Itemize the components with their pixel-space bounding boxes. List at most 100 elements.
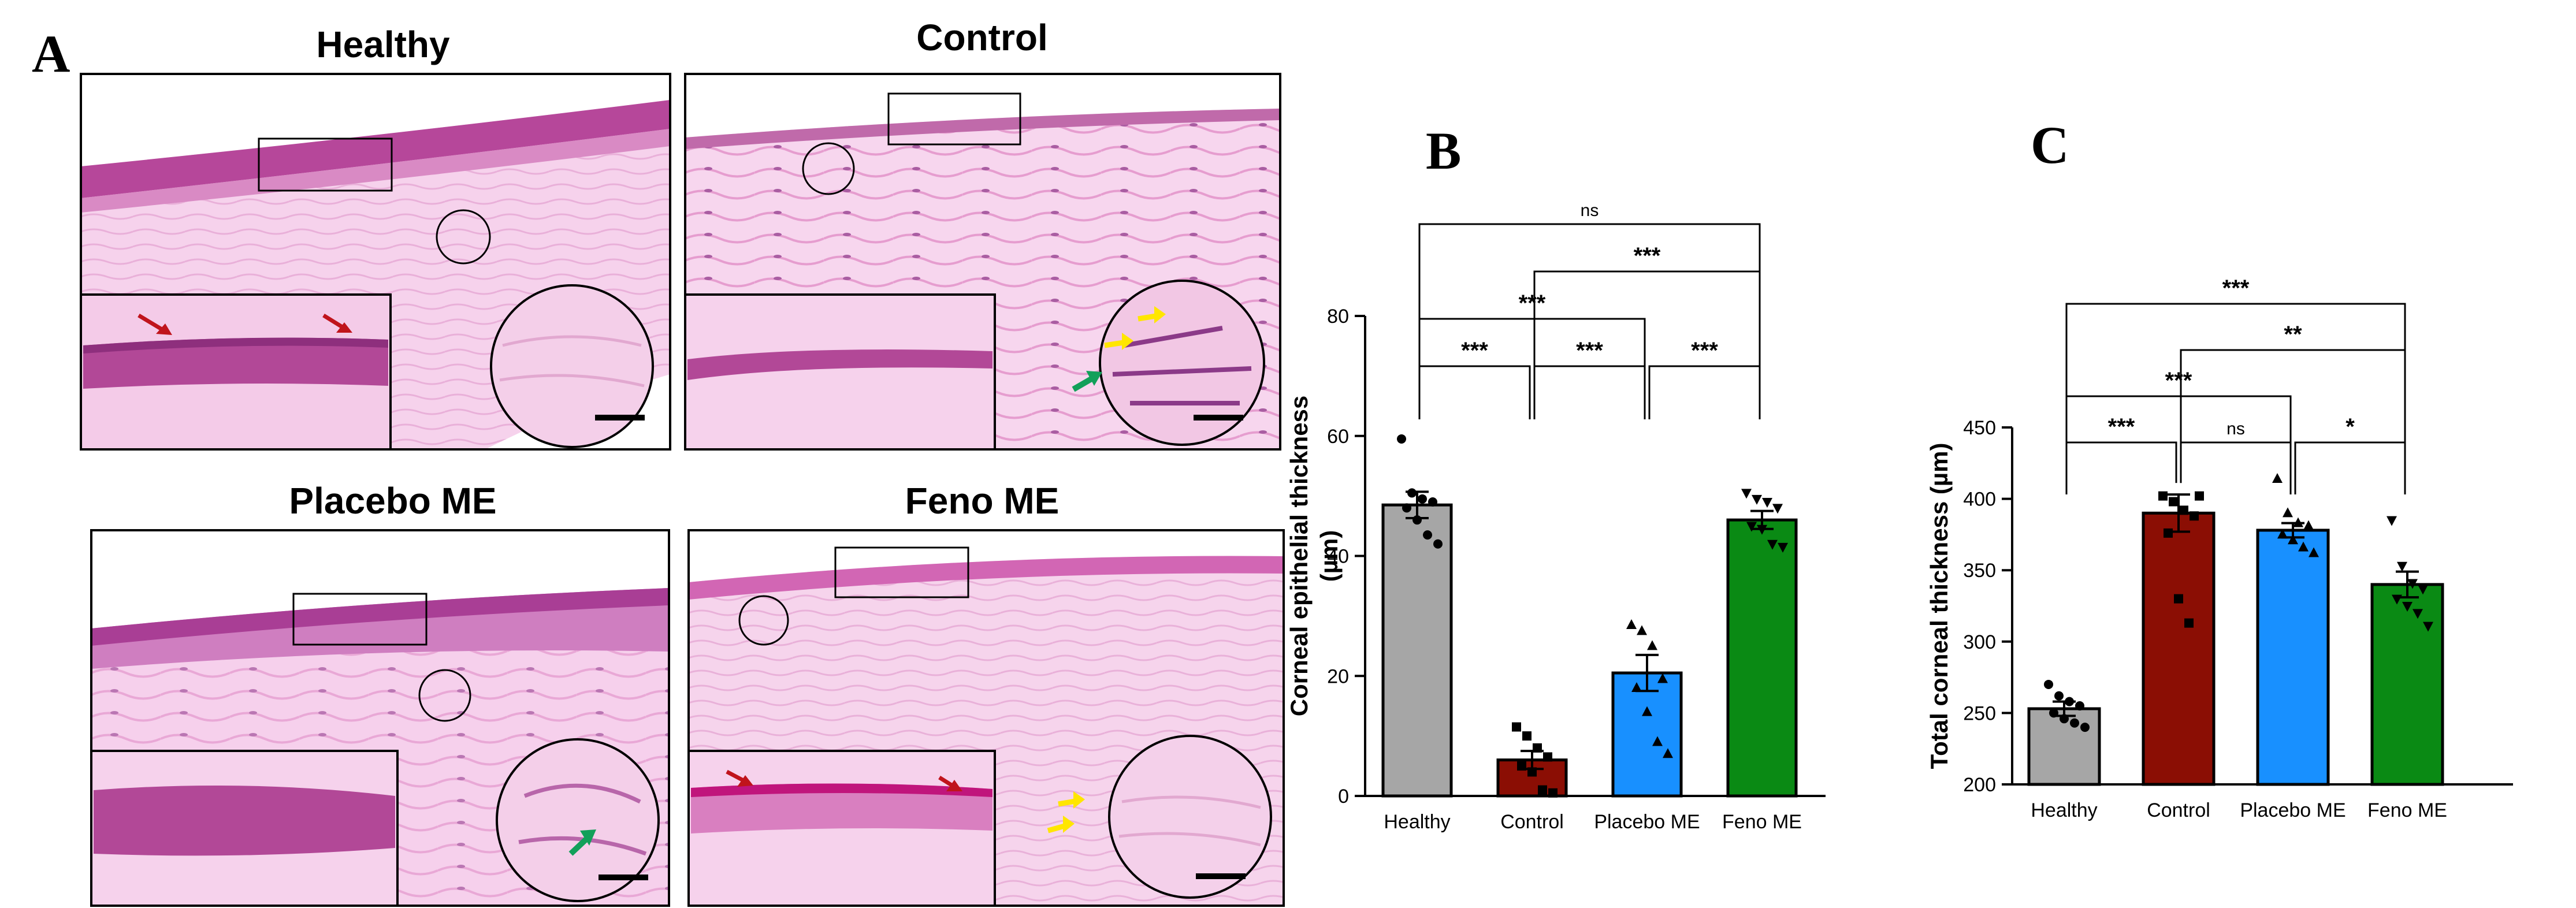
data-point	[1517, 761, 1526, 771]
significance-label: ***	[1519, 291, 1546, 316]
x-category-label: Healthy	[1384, 811, 1450, 833]
y-axis-label-line1: Total corneal thickness (µm)	[1926, 443, 1953, 769]
panel-label-c: C	[2031, 116, 2069, 174]
data-point	[2075, 701, 2084, 711]
significance-bracket	[2180, 349, 2406, 494]
micrograph-control	[684, 73, 1281, 451]
data-point	[1657, 673, 1668, 683]
significance-bracket	[1418, 365, 1531, 419]
data-point	[1626, 619, 1637, 629]
data-point	[2392, 594, 2402, 605]
data-point	[1433, 539, 1443, 549]
data-point	[2387, 516, 2397, 526]
significance-bracket	[1648, 365, 1761, 419]
data-point	[2402, 602, 2413, 612]
data-point	[2174, 594, 2183, 604]
data-point	[1538, 785, 1547, 795]
data-point	[1543, 752, 1552, 762]
data-point	[2293, 517, 2303, 527]
significance-bracket	[1533, 365, 1646, 419]
data-point	[2423, 622, 2433, 632]
data-point	[2070, 718, 2079, 728]
y-tick-label: 80	[1327, 306, 1349, 328]
x-category-label: Feno ME	[1722, 811, 1802, 833]
data-point	[2184, 618, 2194, 628]
data-point	[1647, 640, 1657, 650]
data-point	[1741, 489, 1752, 499]
y-tick-label: 40	[1327, 546, 1349, 568]
y-axis-label-line1: Corneal epithelial thickness	[1285, 396, 1313, 717]
data-point	[1767, 539, 1778, 550]
significance-bracket	[2065, 395, 2292, 494]
micrograph-title-placebo: Placebo ME	[289, 480, 497, 522]
micrograph-healthy	[80, 73, 671, 451]
data-point	[2044, 679, 2053, 689]
y-axis-label-line2: (µm)	[1315, 530, 1343, 582]
x-category-label: Healthy	[2031, 799, 2097, 821]
data-point	[2283, 507, 2293, 518]
significance-label: ns	[1581, 201, 1599, 220]
y-tick-label: 350	[1963, 560, 1996, 582]
significance-bracket	[2065, 303, 2406, 494]
significance-label: ***	[2108, 414, 2135, 440]
data-point	[1652, 736, 1663, 746]
data-point	[2407, 579, 2418, 589]
data-point	[1757, 524, 1767, 535]
data-point	[2397, 561, 2407, 572]
data-point	[1428, 497, 1437, 507]
bar-placebo-me	[1611, 671, 1683, 798]
data-point	[1397, 434, 1406, 444]
x-category-label: Placebo ME	[1594, 811, 1700, 833]
significance-bracket	[2294, 441, 2406, 494]
micrograph-placebo	[90, 529, 670, 907]
micrograph-area	[80, 73, 1285, 907]
y-tick-label: 200	[1963, 774, 1996, 796]
significance-bracket	[1533, 270, 1761, 419]
data-point	[2065, 697, 2074, 706]
bar-placebo-me	[2256, 529, 2330, 786]
micrograph-feno	[687, 529, 1285, 907]
significance-label: ***	[2222, 276, 2250, 301]
data-point	[1752, 494, 1762, 505]
bar-healthy	[1381, 503, 1453, 798]
data-point	[1522, 731, 1532, 741]
bar-feno-me	[2370, 583, 2444, 786]
significance-bracket	[2180, 441, 2292, 494]
data-point	[1642, 706, 1652, 716]
data-point	[1778, 542, 1788, 553]
data-point	[2277, 529, 2288, 539]
significance-label: **	[2284, 322, 2302, 347]
data-point	[1637, 625, 1647, 635]
panel-label-a: A	[32, 24, 70, 83]
data-point	[1663, 748, 1673, 758]
bar-control	[2142, 511, 2216, 786]
data-point	[2288, 534, 2298, 545]
significance-label: ***	[1634, 243, 1661, 269]
significance-label: *	[2345, 414, 2355, 440]
significance-label: ***	[1576, 338, 1603, 363]
significance-label: ***	[2165, 368, 2192, 393]
y-axis-label: Total corneal thickness (µm)	[1926, 443, 1953, 769]
y-tick-label: 300	[1963, 631, 1996, 653]
micrograph-title-feno: Feno ME	[905, 480, 1060, 522]
data-point	[1512, 722, 1521, 732]
panel-label-b: B	[1426, 121, 1462, 180]
data-point	[2049, 708, 2058, 718]
x-category-label: Placebo ME	[2240, 799, 2345, 821]
data-point	[1548, 788, 1558, 798]
micrograph-title-healthy: Healthy	[316, 24, 450, 65]
data-point	[2179, 505, 2188, 515]
data-point	[1423, 530, 1432, 540]
data-point	[2413, 609, 2423, 619]
significance-bracket	[1418, 318, 1646, 419]
y-tick-label: 0	[1338, 786, 1349, 807]
data-point	[2080, 723, 2090, 732]
data-point	[2158, 491, 2168, 501]
data-point	[2303, 520, 2314, 530]
data-point	[1527, 767, 1537, 777]
data-point	[2169, 497, 2178, 507]
data-point	[2164, 528, 2173, 538]
micrograph-title-control: Control	[916, 17, 1048, 58]
